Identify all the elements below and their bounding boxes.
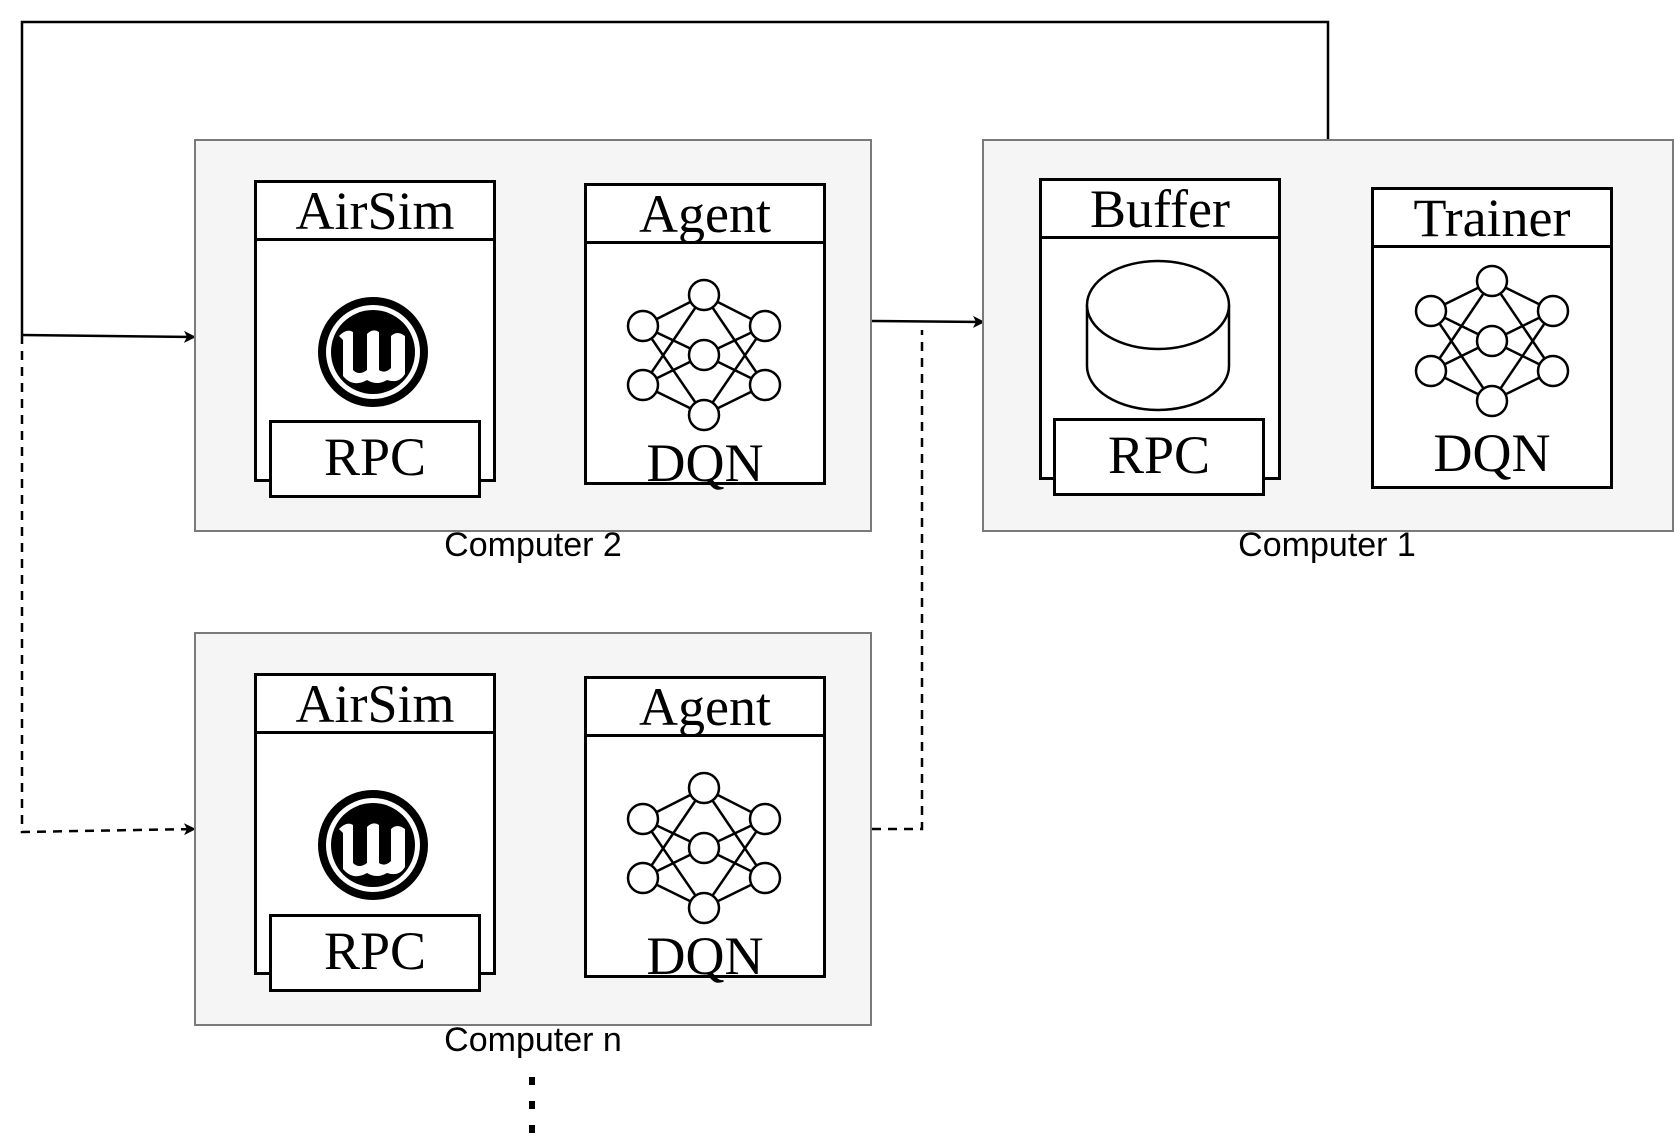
- unreal-engine-icon: [318, 790, 428, 900]
- trainer-dqn-label: DQN: [1433, 423, 1551, 483]
- vertical-ellipsis-icon: [529, 1077, 535, 1133]
- airsim-title: AirSim: [257, 676, 493, 734]
- weights-feedback-line: [20, 20, 1330, 335]
- trainer-module: Trainer DQN: [1371, 187, 1613, 489]
- agent-dqn-label: DQN: [646, 926, 764, 986]
- computer2-to-computer1-arrow: [871, 315, 985, 328]
- computer-n-label: Computer n: [444, 1021, 622, 1059]
- agent-title: Agent: [587, 186, 823, 244]
- weights-to-computer2-arrow: [21, 330, 196, 343]
- computer-1-label: Computer 1: [1238, 526, 1416, 564]
- buffer-rpc-box: RPC: [1053, 418, 1265, 496]
- agent-module: Agent DQN: [584, 676, 826, 983]
- neural-network-icon: [626, 771, 782, 925]
- computer-2-label: Computer 2: [444, 526, 622, 564]
- neural-network-icon: [1414, 264, 1570, 418]
- unreal-engine-icon: [318, 297, 428, 407]
- buffer-title: Buffer: [1042, 181, 1278, 239]
- trainer-title: Trainer: [1374, 190, 1610, 248]
- agent-title: Agent: [587, 679, 823, 737]
- neural-network-icon: [626, 278, 782, 432]
- agent-module: Agent DQN: [584, 183, 826, 490]
- database-cylinder-icon: [1085, 259, 1231, 412]
- airsim-rpc-box: RPC: [269, 420, 481, 498]
- computern-to-computer1-dashed-line: [872, 330, 924, 831]
- agent-dqn-label: DQN: [646, 433, 764, 493]
- weights-to-computern-dashed-line: [20, 335, 196, 836]
- airsim-title: AirSim: [257, 183, 493, 241]
- airsim-rpc-box: RPC: [269, 914, 481, 992]
